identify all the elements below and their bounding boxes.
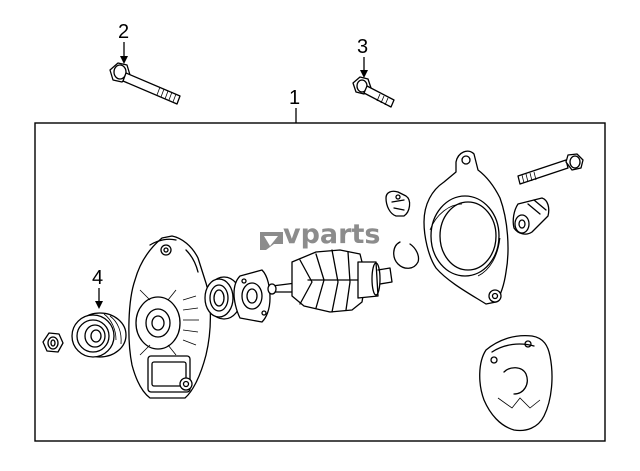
bearing-retainer-plate — [233, 269, 271, 323]
callout-2-label: 2 — [118, 21, 129, 43]
callout-4-label: 4 — [92, 267, 103, 289]
callout-4: 4 — [92, 267, 103, 309]
callout-3: 3 — [357, 36, 368, 78]
rear-cover — [479, 334, 553, 432]
rotor — [267, 249, 393, 313]
pulley — [71, 312, 127, 358]
through-bolt — [517, 153, 584, 185]
snap-ring — [393, 241, 420, 269]
brush-holder-clip — [385, 190, 411, 217]
callout-2: 2 — [118, 21, 129, 64]
assembly-frame — [34, 122, 606, 442]
bolt-long — [109, 62, 181, 105]
wrench-icon — [260, 232, 283, 250]
callout-3-label: 3 — [357, 36, 368, 58]
watermark-text: vparts — [283, 219, 380, 250]
watermark: vparts — [260, 219, 380, 250]
pulley-nut — [42, 332, 64, 353]
terminal-insulator — [512, 197, 550, 235]
front-housing — [128, 235, 212, 399]
callout-1: 1 — [289, 87, 300, 123]
front-bearing — [204, 276, 242, 320]
rear-housing — [423, 150, 509, 305]
bolt-short — [352, 76, 395, 108]
callout-1-label: 1 — [289, 87, 300, 109]
